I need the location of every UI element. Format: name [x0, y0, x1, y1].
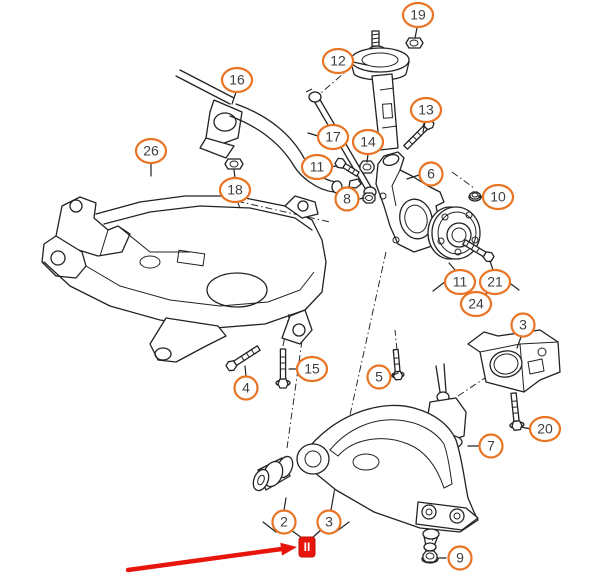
clamp-bracket	[468, 330, 560, 392]
callout-label: 12	[330, 53, 346, 69]
highlighted-position-label: II	[304, 540, 311, 554]
callout-label: 15	[304, 361, 320, 377]
bolt-15	[276, 349, 290, 388]
callout-label: 17	[325, 129, 341, 145]
callout-label: 2	[280, 514, 288, 530]
callout-label: 11	[453, 274, 468, 290]
callout-leader-18	[234, 170, 235, 178]
stabilizer-bar	[176, 70, 342, 193]
callout-label: 16	[229, 72, 245, 88]
arm-bushing	[250, 454, 295, 493]
callout-leader-12	[353, 62, 367, 65]
callout-26[interactable]: 26	[136, 139, 166, 163]
callout-label: 24	[468, 296, 484, 312]
callout-17[interactable]: 17	[318, 125, 348, 149]
strut	[351, 31, 409, 150]
bolt-4	[225, 344, 261, 373]
callout-label: 26	[143, 143, 159, 159]
callout-label: 21	[487, 274, 503, 290]
nut-14	[360, 161, 374, 173]
callout-8[interactable]: 8	[336, 188, 359, 211]
callout-21[interactable]: 21	[480, 270, 510, 294]
callout-5[interactable]: 5	[368, 366, 391, 389]
callout-label: 13	[418, 102, 434, 118]
callout-15[interactable]: 15	[297, 357, 327, 381]
callout-label: 20	[537, 421, 553, 437]
callout-18[interactable]: 18	[220, 178, 250, 202]
callout-12[interactable]: 12	[323, 49, 353, 73]
callout-20[interactable]: 20	[530, 417, 560, 441]
callout-leader-19	[415, 28, 417, 38]
callout-label: 8	[343, 191, 351, 207]
callout-11[interactable]: 11	[445, 270, 475, 294]
hub-bolt-21	[462, 238, 495, 264]
highlight-arrow	[128, 542, 297, 570]
callout-3[interactable]: 3	[318, 511, 341, 534]
callout-label: 7	[487, 438, 495, 454]
callout-leader-3	[331, 493, 334, 510]
callout-label: 4	[242, 380, 250, 396]
subframe	[42, 196, 326, 362]
bolt-20	[507, 392, 525, 430]
callout-leader-2	[284, 498, 286, 510]
callout-label: 3	[519, 317, 527, 333]
wheel-hub	[428, 207, 480, 259]
callout-9[interactable]: 9	[449, 547, 472, 570]
callout-label: 9	[456, 550, 464, 566]
callout-leader-3	[517, 337, 521, 348]
callout-label: 18	[227, 182, 243, 198]
callout-label: 14	[360, 134, 376, 150]
highlighted-position-marker[interactable]: II	[299, 537, 315, 557]
callout-leader-13	[423, 122, 425, 132]
callout-leader-8	[359, 198, 364, 199]
callout-24[interactable]: 24	[461, 292, 491, 316]
callout-leader-4	[245, 366, 246, 376]
callout-leader-21	[490, 261, 493, 270]
callout-leader-5	[391, 373, 398, 376]
bolt-11	[334, 157, 361, 179]
callout-leader-14	[367, 154, 368, 162]
callout-7[interactable]: 7	[480, 435, 503, 458]
nut-8	[363, 193, 375, 203]
callout-6[interactable]: 6	[420, 163, 443, 186]
control-arm	[297, 405, 478, 551]
strut-top-nut	[406, 38, 423, 48]
callout-4[interactable]: 4	[235, 377, 258, 400]
callout-leader-17	[308, 133, 318, 136]
callout-11[interactable]: 11	[302, 155, 332, 179]
callout-14[interactable]: 14	[353, 130, 383, 154]
callout-label: 10	[490, 189, 506, 205]
callout-label: 6	[427, 166, 435, 182]
callout-2[interactable]: 2	[273, 511, 296, 534]
callout-13[interactable]: 13	[411, 98, 441, 122]
stabilizer-clamp-nut	[225, 159, 243, 169]
callout-19[interactable]: 19	[403, 3, 433, 27]
callout-10[interactable]: 10	[483, 185, 513, 209]
callout-label: 5	[375, 369, 383, 385]
nut-9	[422, 551, 438, 563]
callout-label: 11	[310, 159, 325, 175]
callout-leader-6	[407, 175, 419, 179]
callout-3[interactable]: 3	[512, 314, 535, 337]
callout-leader-16	[232, 92, 236, 104]
callout-label: 19	[410, 7, 426, 23]
callout-label: 3	[325, 514, 333, 530]
callout-16[interactable]: 16	[222, 68, 252, 92]
